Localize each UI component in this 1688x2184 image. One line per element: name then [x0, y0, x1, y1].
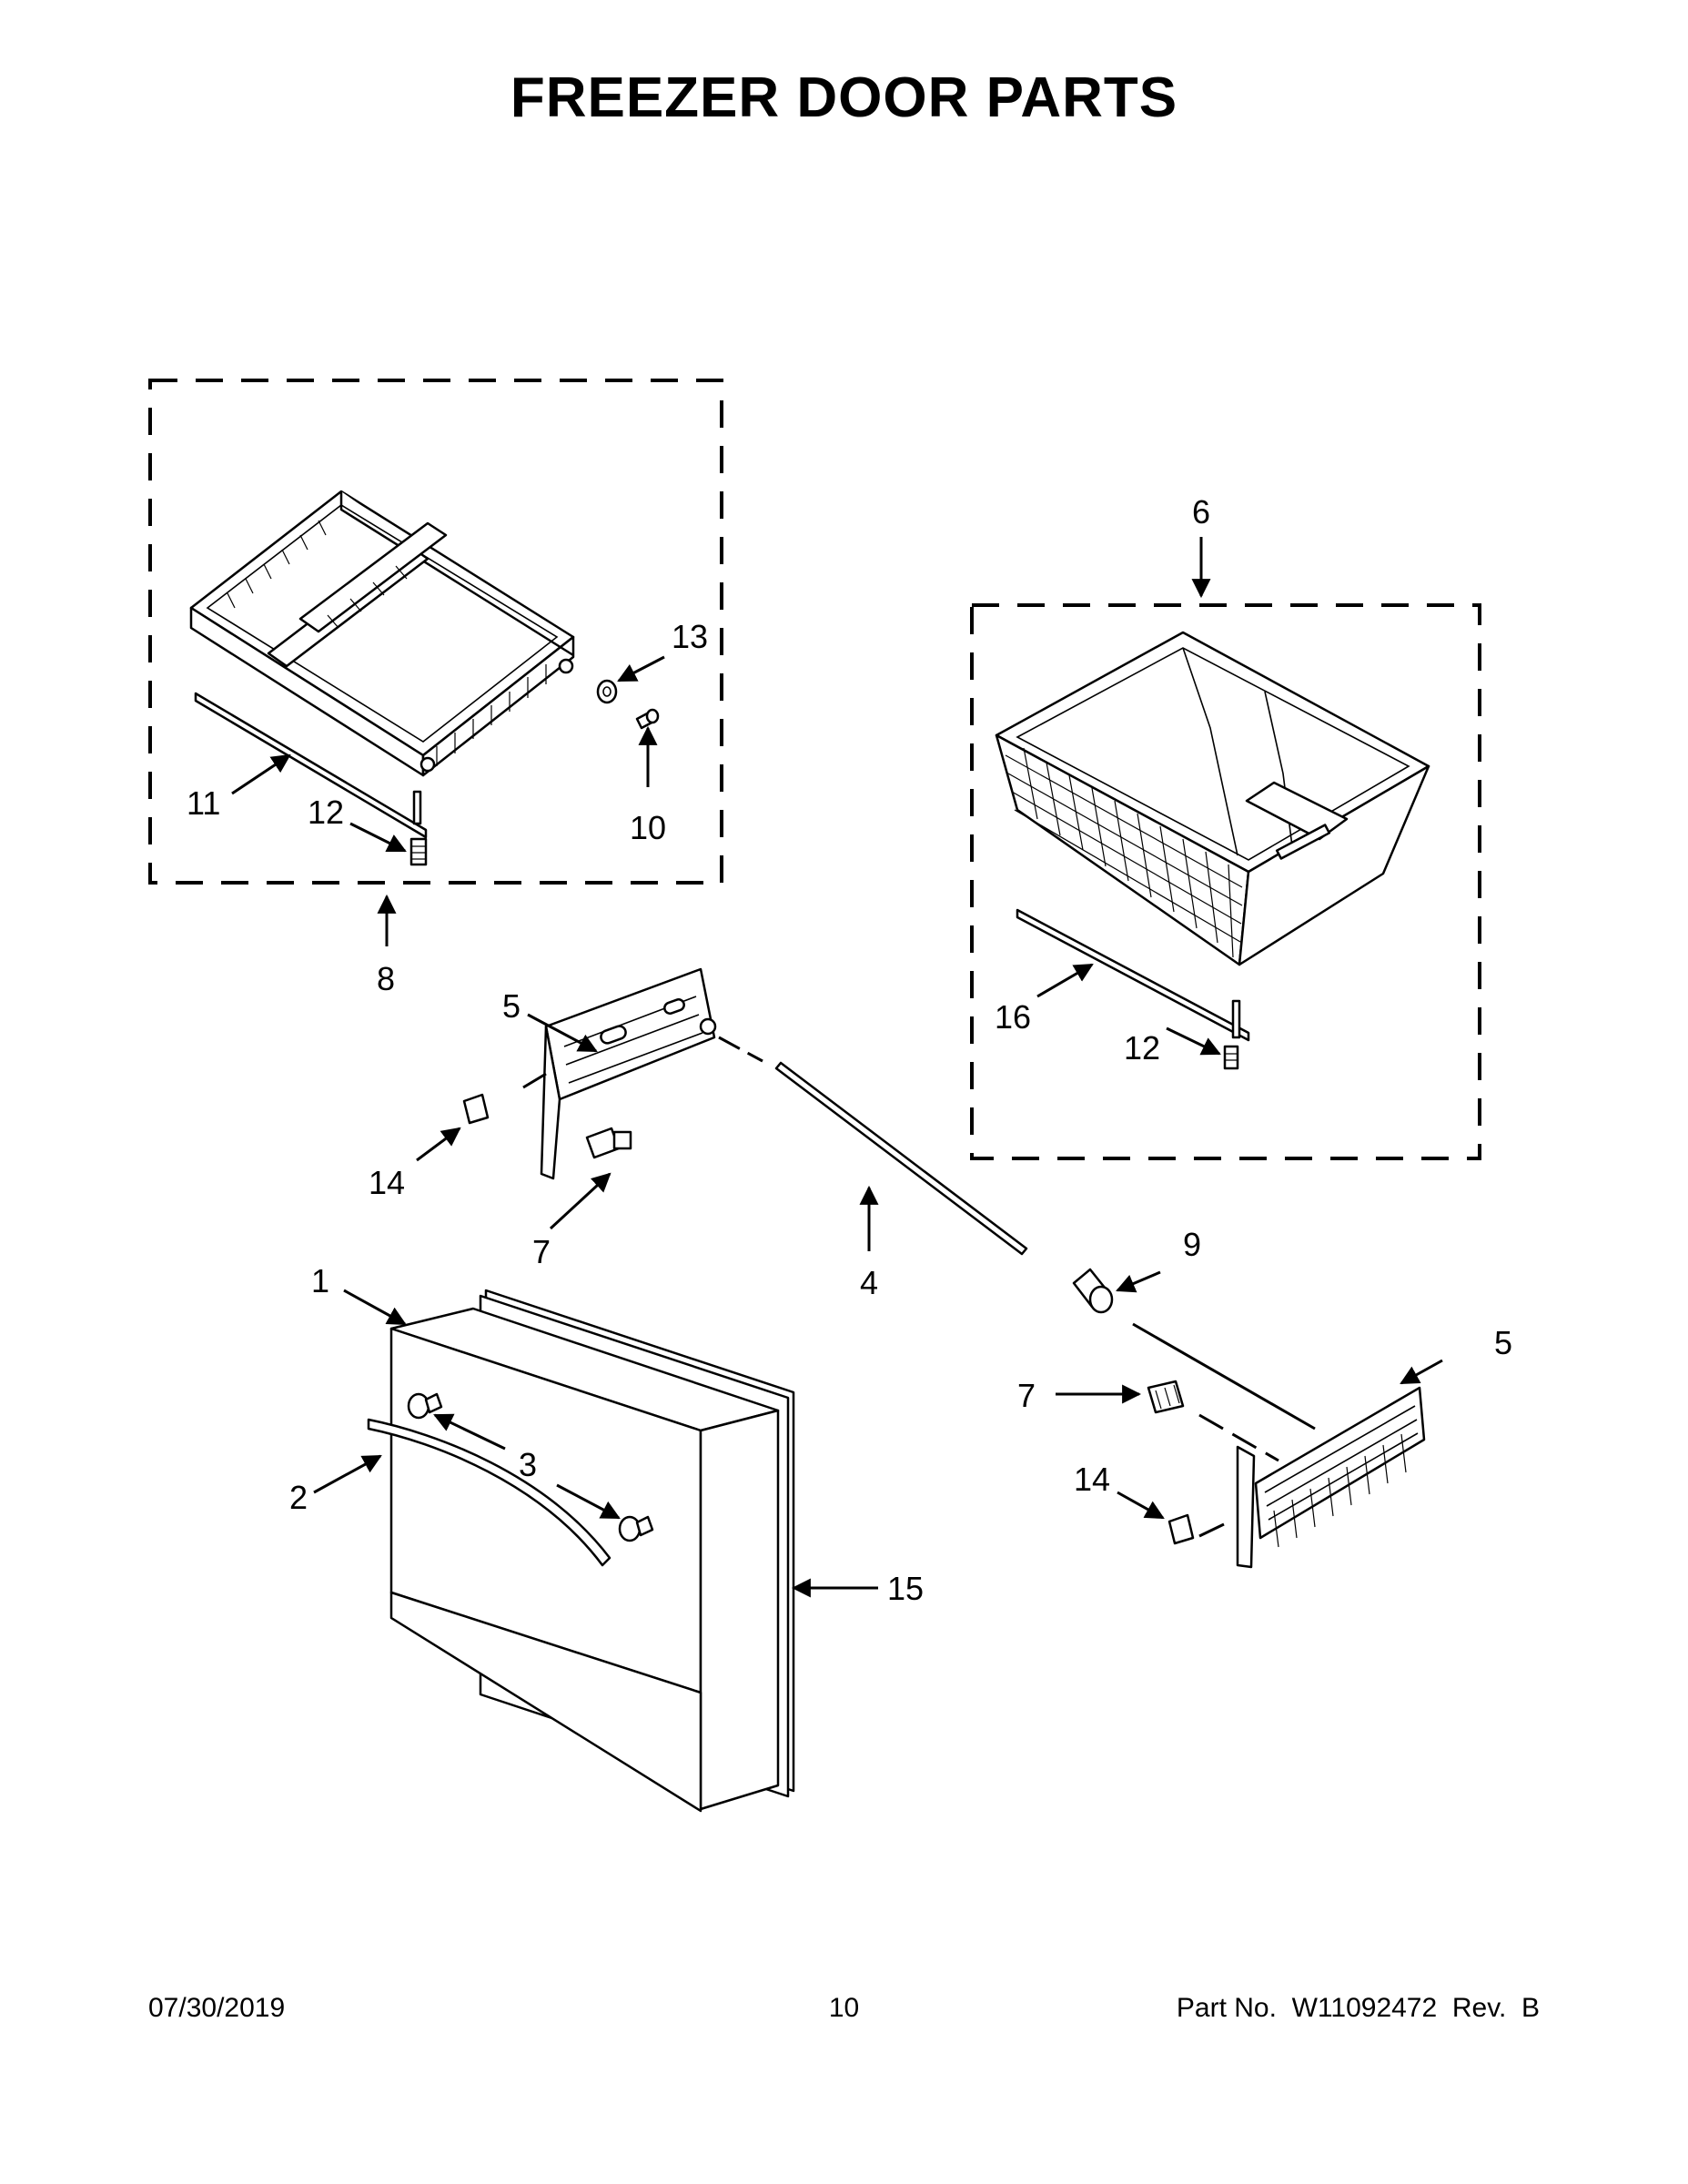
right-slide-rail — [1236, 1386, 1426, 1569]
callout-labels: 1 2 3 4 5 5 6 7 7 8 9 10 11 12 12 13 14 … — [187, 493, 1512, 1607]
tray-washer — [596, 679, 618, 704]
callout-3: 3 — [519, 1446, 537, 1483]
callout-11: 11 — [187, 784, 220, 822]
callout-15: 15 — [887, 1570, 924, 1607]
basket-assembly-group-box — [970, 603, 1481, 1160]
door-handle — [367, 1418, 612, 1567]
footer-part-number: Part No. W11092472 Rev. B — [1176, 1993, 1540, 2023]
callout-8: 8 — [377, 960, 395, 997]
freezer-door-outer-panel — [389, 1307, 780, 1813]
left-rail-stop-bumper — [462, 1093, 490, 1125]
callout-9: 9 — [1183, 1226, 1201, 1263]
handle-mounting-screw-upper — [407, 1392, 443, 1420]
tray-pivot-screw — [635, 708, 660, 730]
tray-assembly-group-box — [148, 379, 723, 885]
basket-slide-rail — [1016, 908, 1250, 1042]
footer-page-number: 10 — [828, 1993, 860, 2023]
callout-10: 10 — [630, 809, 666, 846]
callout-12-right: 12 — [1124, 1029, 1160, 1067]
right-rail-stop-bumper — [1167, 1513, 1195, 1545]
callout-1: 1 — [311, 1262, 329, 1299]
left-slide-rail — [540, 967, 717, 1180]
callout-13: 13 — [672, 618, 708, 655]
footer-date: 07/30/2019 — [148, 1993, 286, 2023]
rod-end-cap — [1072, 1268, 1114, 1314]
callout-2: 2 — [289, 1479, 308, 1516]
callout-14-left: 14 — [369, 1164, 405, 1201]
callout-6: 6 — [1192, 493, 1210, 531]
connecting-rod — [774, 1061, 1028, 1256]
handle-mounting-screw-lower — [618, 1515, 654, 1542]
callout-12-left: 12 — [308, 794, 344, 831]
freezer-basket — [995, 631, 1430, 966]
upper-freezer-tray — [189, 490, 575, 777]
basket-rail-screw — [1223, 1045, 1239, 1070]
left-rail-screw — [585, 1127, 632, 1159]
callout-5-left: 5 — [502, 987, 521, 1025]
right-rail-screw — [1147, 1380, 1185, 1414]
tray-slide-rail — [194, 692, 428, 839]
callout-4: 4 — [860, 1264, 878, 1301]
callout-5-right: 5 — [1494, 1324, 1512, 1361]
callout-7-left: 7 — [532, 1233, 551, 1270]
callout-7-right: 7 — [1017, 1377, 1036, 1414]
callout-16: 16 — [995, 998, 1031, 1036]
page-title: FREEZER DOOR PARTS — [510, 66, 1178, 129]
callout-14-right: 14 — [1074, 1461, 1110, 1498]
tray-rail-screw — [409, 837, 428, 866]
